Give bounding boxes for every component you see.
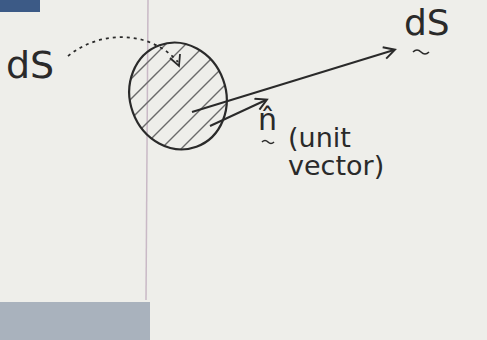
- note-label: (unit vector): [288, 124, 398, 181]
- edge-band: [0, 302, 150, 340]
- vector-tilde: [413, 50, 429, 54]
- vector-arrow: [192, 50, 394, 112]
- normal-arrow: [210, 100, 266, 126]
- unit-normal-symbol: n̂: [258, 104, 277, 136]
- page-rule: [146, 0, 148, 300]
- pointer-arrow: [68, 37, 178, 62]
- surface-hatching: [110, 0, 250, 170]
- edge-band: [0, 0, 40, 12]
- surface-element: [114, 29, 241, 163]
- vector-tilde: [262, 141, 274, 144]
- area-symbol: dS: [6, 46, 54, 86]
- vector-symbol: dS: [404, 4, 450, 42]
- pointer-head: [170, 54, 180, 66]
